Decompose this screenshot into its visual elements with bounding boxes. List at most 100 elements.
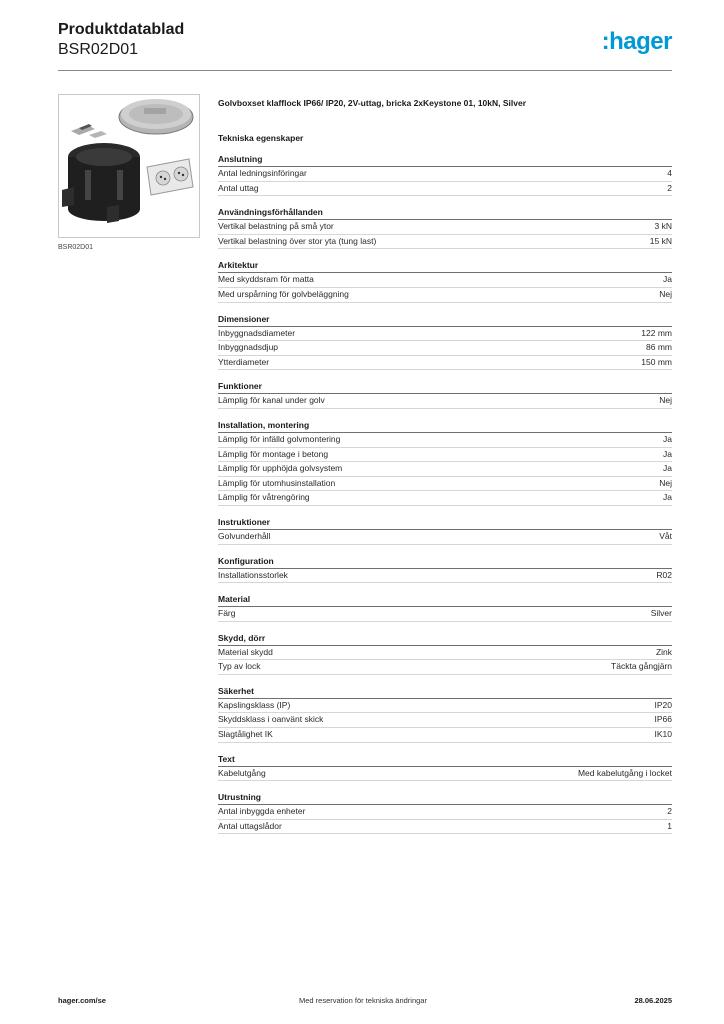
logo-dots-icon: : xyxy=(601,28,610,55)
footer-date: 28.06.2025 xyxy=(634,996,672,1005)
property-value: 150 mm xyxy=(641,356,672,367)
property-row: Golvunderhåll Våt xyxy=(218,530,672,545)
property-value: Silver xyxy=(650,608,672,619)
group-title: Säkerhet xyxy=(218,686,672,699)
group-title: Text xyxy=(218,754,672,767)
group-title: Dimensioner xyxy=(218,314,672,327)
property-row: Slagtålighet IK IK10 xyxy=(218,728,672,743)
property-label: Typ av lock xyxy=(218,661,261,672)
property-value: 2 xyxy=(667,182,672,193)
property-value: 122 mm xyxy=(641,327,672,338)
property-label: Antal uttag xyxy=(218,182,259,193)
page-header: Produktdatablad BSR02D01 xyxy=(58,20,184,60)
property-value: IP66 xyxy=(654,714,673,725)
group-title: Skydd, dörr xyxy=(218,633,672,646)
property-row: Med skyddsram för matta Ja xyxy=(218,273,672,288)
property-row: Med urspårning för golvbeläggning Nej xyxy=(218,288,672,303)
property-label: Golvunderhåll xyxy=(218,530,271,541)
property-row: Lämplig för våtrengöring Ja xyxy=(218,491,672,506)
property-value: IP20 xyxy=(654,699,673,710)
property-value: Våt xyxy=(659,530,672,541)
property-row: Lämplig för utomhusinstallation Nej xyxy=(218,477,672,492)
property-value: Nej xyxy=(659,288,672,299)
property-row: Lämplig för montage i betong Ja xyxy=(218,448,672,463)
property-label: Lämplig för utomhusinstallation xyxy=(218,477,336,488)
property-label: Inbyggnadsdiameter xyxy=(218,327,296,338)
property-row: Vertikal belastning på små ytor 3 kN xyxy=(218,220,672,235)
image-caption: BSR02D01 xyxy=(58,244,94,251)
property-label: Inbyggnadsdjup xyxy=(218,342,279,353)
property-row: Inbyggnadsdjup 86 mm xyxy=(218,341,672,356)
group-title: Arkitektur xyxy=(218,260,672,274)
property-value: Nej xyxy=(659,477,672,488)
property-row: Inbyggnadsdiameter 122 mm xyxy=(218,327,672,342)
property-label: Antal uttagslådor xyxy=(218,820,282,831)
group-title: Installation, montering xyxy=(218,420,672,433)
property-row: Antal uttag 2 xyxy=(218,182,672,197)
hager-logo: :hager xyxy=(601,28,673,56)
property-label: Installationsstorlek xyxy=(218,569,288,580)
property-row: Vertikal belastning över stor yta (tung … xyxy=(218,235,672,250)
group-title: Konfiguration xyxy=(218,556,672,569)
group-title: Funktioner xyxy=(218,381,672,395)
property-value: 2 xyxy=(667,806,672,817)
property-value: Täckta gångjärn xyxy=(611,661,672,672)
property-value: 1 xyxy=(667,820,672,831)
property-value: 15 kN xyxy=(649,235,672,246)
property-label: Lämplig för kanal under golv xyxy=(218,395,325,406)
group-title: Anslutning xyxy=(218,154,672,167)
property-value: 4 xyxy=(667,168,672,178)
property-row: Antal uttagslådor 1 xyxy=(218,820,672,835)
property-row: Skyddsklass i oanvänt skick IP66 xyxy=(218,713,673,729)
property-row: Kapslingsklass (IP)IP20 xyxy=(218,699,672,714)
property-label: Lämplig för våtrengöring xyxy=(218,492,310,503)
property-value: Ja xyxy=(663,492,672,503)
product-description: Golvboxset klafflock IP66/ IP20, 2V-utta… xyxy=(218,98,527,108)
property-row: Kabelutgång Med kabelutgång i locket xyxy=(218,767,672,782)
property-row: Antal ledningsinföringar 4 xyxy=(218,167,672,182)
property-value: Ja xyxy=(663,433,672,444)
property-label: Skyddsklass i oanvänt skick xyxy=(218,714,324,725)
property-label: Lämplig för upphöjda golvsystem xyxy=(218,463,343,474)
property-value: Ja xyxy=(663,448,672,459)
property-label: Antal ledningsinföringar xyxy=(218,168,307,178)
product-image xyxy=(58,94,200,238)
property-label: Ytterdiameter xyxy=(218,356,270,367)
property-label: Med urspårning för golvbeläggning xyxy=(218,288,349,299)
group-title: Material xyxy=(218,594,672,608)
floor-box-illustration xyxy=(62,99,194,223)
property-row: Typ av lock Täckta gångjärn xyxy=(218,660,672,675)
property-value: Ja xyxy=(663,274,672,285)
property-label: Vertikal belastning på små ytor xyxy=(218,221,334,232)
header-divider xyxy=(58,70,672,71)
product-code: BSR02D01 xyxy=(58,41,139,58)
group-title: Instruktioner xyxy=(218,517,672,530)
property-label: Kabelutgång xyxy=(218,767,266,778)
property-row: Ytterdiameter 150 mm xyxy=(218,356,672,371)
property-label: Lämplig för montage i betong xyxy=(218,448,329,459)
property-label: Med skyddsram för matta xyxy=(218,274,314,285)
property-value: Med kabelutgång i locket xyxy=(577,767,672,778)
property-label: Slagtålighet IK xyxy=(218,729,273,740)
property-value: 86 mm xyxy=(646,342,672,353)
property-value: IK10 xyxy=(654,729,673,740)
product-details: Golvboxset klafflock IP66/ IP20, 2V-utta… xyxy=(218,97,672,835)
property-row: Installationsstorlek R02 xyxy=(218,569,672,584)
property-value: 3 kN xyxy=(654,221,672,232)
property-value: R02 xyxy=(656,569,672,580)
